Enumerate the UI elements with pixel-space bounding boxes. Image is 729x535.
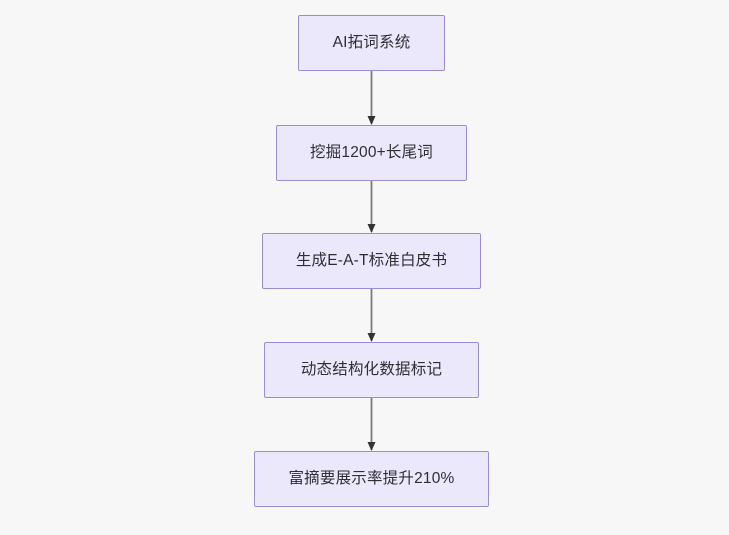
- flowchart-node-dynamic-structured-data-markup[interactable]: 动态结构化数据标记: [264, 342, 479, 398]
- flowchart-node-label: 挖掘1200+长尾词: [309, 143, 434, 161]
- flowchart-node-ai-keyword-system[interactable]: AI拓词系统: [298, 15, 445, 71]
- flowchart-node-label: 生成E-A-T标准白皮书: [295, 251, 448, 269]
- flowchart-node-mine-longtail-keywords[interactable]: 挖掘1200+长尾词: [276, 125, 467, 181]
- flowchart-node-label: 动态结构化数据标记: [300, 360, 443, 378]
- flowchart-node-label: 富摘要展示率提升210%: [288, 469, 455, 487]
- flowchart-node-label: AI拓词系统: [332, 33, 411, 51]
- flowchart-node-generate-eat-whitepaper[interactable]: 生成E-A-T标准白皮书: [262, 233, 481, 289]
- flowchart-node-rich-snippet-impression-uplift[interactable]: 富摘要展示率提升210%: [254, 451, 489, 507]
